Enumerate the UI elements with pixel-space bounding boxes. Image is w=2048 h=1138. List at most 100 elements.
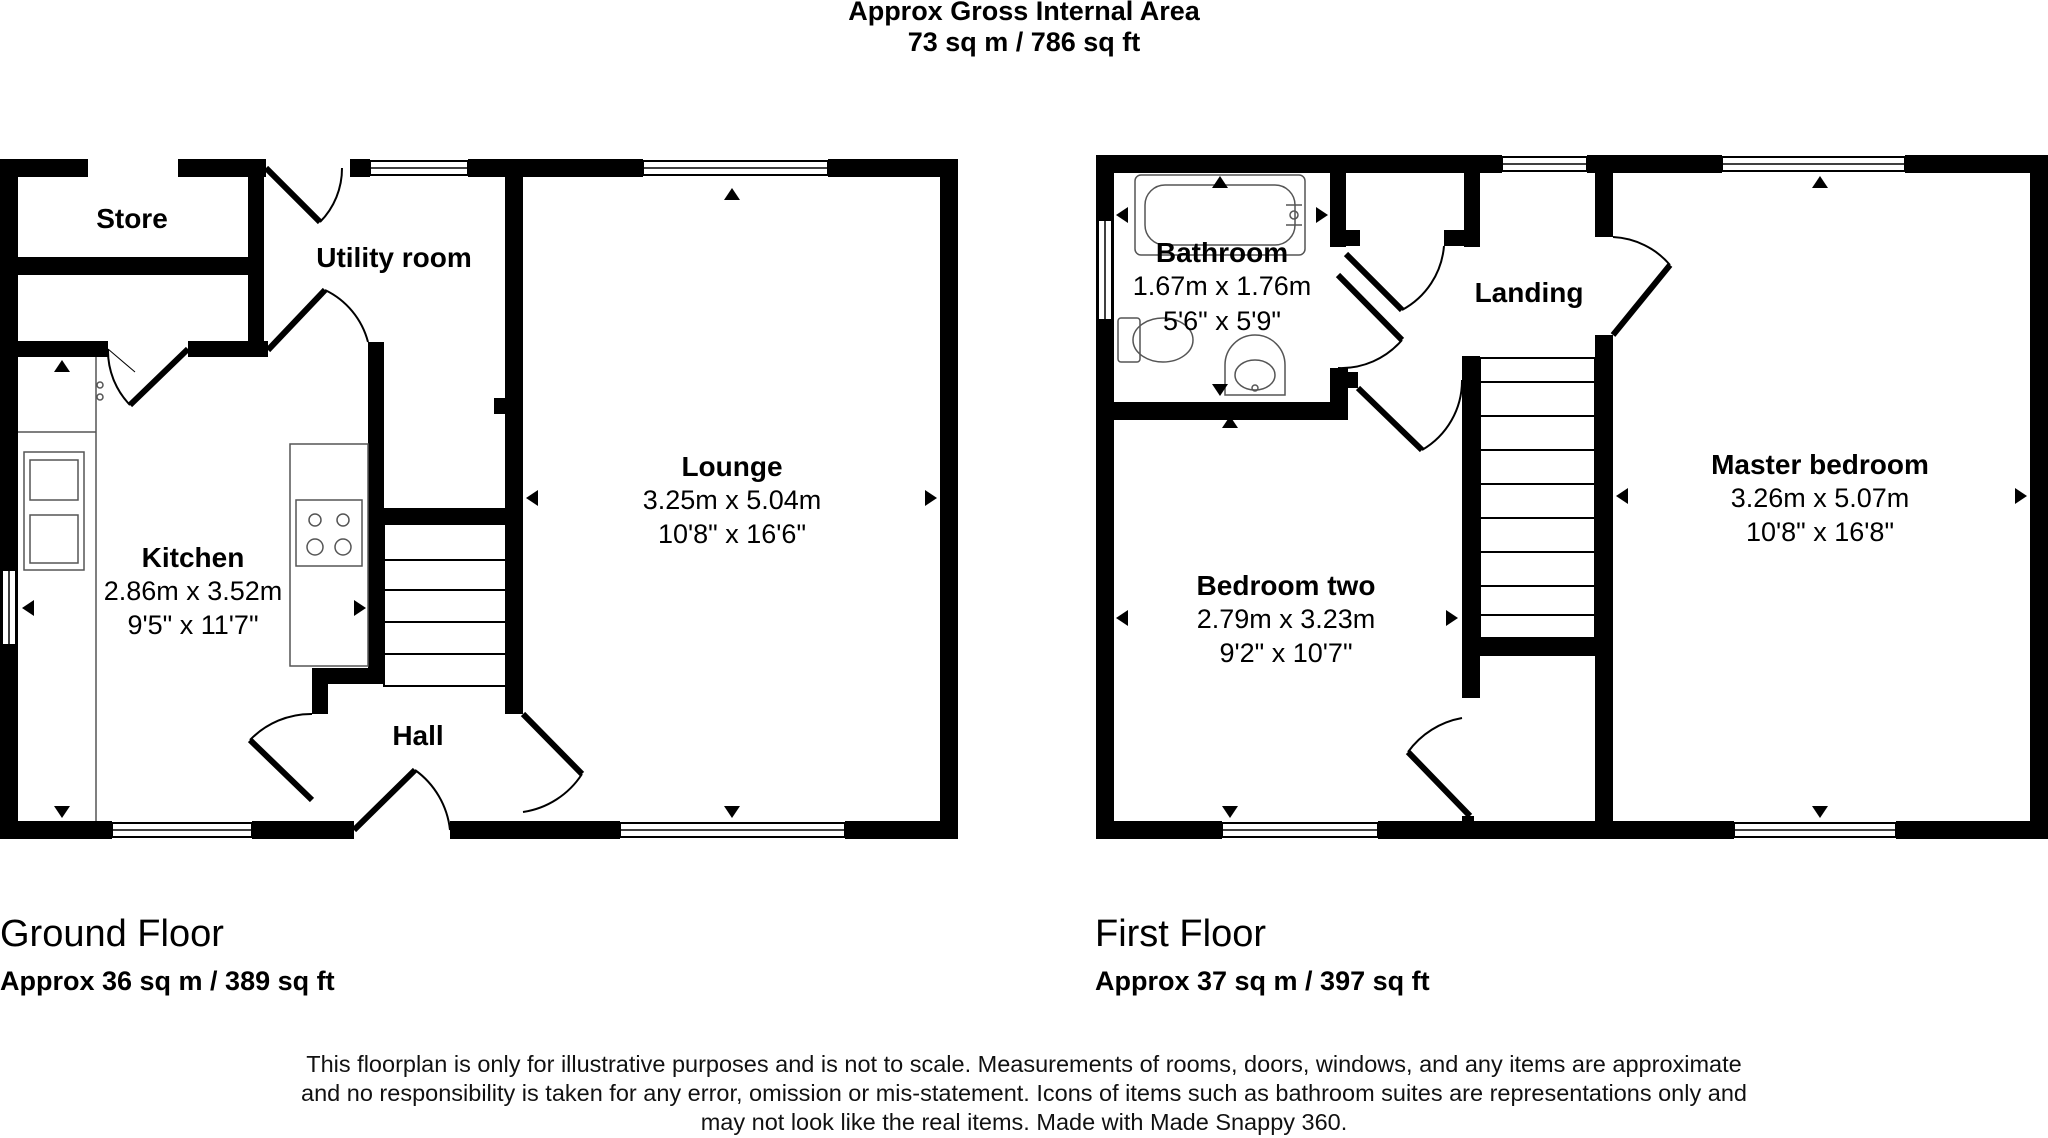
arrow-up-icon (1212, 176, 1228, 188)
room-kitchen-metric: 2.86m x 3.52m (104, 576, 283, 606)
wall (1905, 155, 2048, 173)
ground-floor-label: Ground Floor (0, 913, 224, 955)
room-hall-name: Hall (392, 720, 443, 751)
room-lounge-metric: 3.25m x 5.04m (643, 485, 822, 515)
room-bathroom-name: Bathroom (1156, 237, 1288, 268)
arrow-up-icon (1222, 416, 1238, 428)
wall (450, 821, 620, 839)
wall (1330, 372, 1358, 388)
arrow-up-icon (724, 188, 740, 200)
ground-stairs (383, 523, 507, 687)
arrow-up-icon (54, 360, 70, 372)
room-utility-name: Utility room (316, 242, 472, 273)
room-kitchen-imperial: 9'5" x 11'7" (127, 610, 258, 640)
wall (1330, 155, 1346, 247)
wall (468, 159, 643, 177)
wall (1595, 155, 1613, 237)
sink-icon (23, 451, 85, 571)
arrow-right-icon (2015, 488, 2027, 504)
door (1355, 385, 1425, 453)
toilet-icon (1117, 317, 1141, 363)
room-bedroom2-name: Bedroom two (1197, 570, 1376, 601)
wall (1587, 155, 1722, 173)
door (263, 165, 323, 225)
wall (0, 821, 112, 839)
wall (1462, 638, 1612, 656)
arrow-right-icon (354, 600, 366, 616)
wall (1096, 821, 1222, 839)
wall (1462, 638, 1480, 698)
first-stairs (1479, 357, 1596, 639)
wall (1444, 230, 1480, 246)
door (520, 711, 585, 777)
wall (312, 668, 384, 684)
room-master-metric: 3.26m x 5.07m (1731, 483, 1910, 513)
wall (845, 821, 958, 839)
wall (312, 668, 328, 714)
wall (1896, 821, 2048, 839)
wall (248, 159, 264, 357)
arrow-up-icon (1812, 176, 1828, 188)
basin-icon (1224, 334, 1286, 396)
arrow-left-icon (1616, 488, 1628, 504)
wall (1462, 816, 1474, 824)
room-bedroom2-imperial: 9'2" x 10'7" (1219, 638, 1352, 668)
room-bedroom2-metric: 2.79m x 3.23m (1197, 604, 1376, 634)
wall (368, 508, 523, 524)
arrow-down-icon (1812, 806, 1828, 818)
door (1405, 749, 1473, 819)
wall (368, 342, 384, 672)
room-store-name: Store (96, 203, 168, 234)
wall (1378, 821, 1734, 839)
wall (1595, 335, 1613, 839)
arrow-down-icon (54, 806, 70, 818)
room-lounge-imperial: 10'8" x 16'6" (658, 519, 806, 549)
door (265, 287, 328, 353)
disclaimer: This floorplan is only for illustrative … (200, 1050, 1848, 1137)
arrow-left-icon (1116, 610, 1128, 626)
arrow-right-icon (1316, 207, 1328, 223)
room-landing-name: Landing (1475, 277, 1584, 308)
door (1343, 251, 1405, 313)
arrow-right-icon (925, 490, 937, 506)
wall (0, 341, 108, 357)
door (1610, 263, 1673, 337)
disclaimer-line: and no responsibility is taken for any e… (301, 1080, 1747, 1106)
arrow-left-icon (526, 490, 538, 506)
wall (350, 159, 370, 177)
wall (1096, 155, 1114, 839)
wall (494, 398, 506, 414)
wall (0, 257, 256, 275)
room-bathroom-metric: 1.67m x 1.76m (1133, 271, 1312, 301)
disclaimer-line: This floorplan is only for illustrative … (306, 1051, 1742, 1077)
arrow-down-icon (1212, 384, 1228, 396)
arrow-left-icon (22, 600, 34, 616)
wall (2030, 155, 2048, 839)
gross-area-title: Approx Gross Internal Area (848, 0, 1201, 26)
arrow-left-icon (1116, 207, 1128, 223)
wall (252, 821, 354, 839)
wall (1096, 402, 1348, 420)
wall (1462, 356, 1480, 656)
wall (940, 159, 958, 839)
first-floor-plan: Bathroom 1.67m x 1.76m 5'6" x 5'9" Landi… (1096, 155, 2048, 839)
hob-icon (295, 499, 363, 567)
arrow-down-icon (724, 806, 740, 818)
first-floor-area: Approx 37 sq m / 397 sq ft (1095, 966, 1430, 996)
room-master-name: Master bedroom (1711, 449, 1929, 480)
wall (1096, 155, 1502, 173)
wall (1464, 155, 1480, 247)
door (1335, 272, 1405, 343)
gross-area-value: 73 sq m / 786 sq ft (908, 27, 1141, 57)
room-kitchen-name: Kitchen (142, 542, 245, 573)
wall (828, 159, 956, 177)
arrow-right-icon (1446, 610, 1458, 626)
door (351, 767, 418, 833)
room-bathroom-imperial: 5'6" x 5'9" (1163, 306, 1281, 336)
room-lounge-name: Lounge (681, 451, 782, 482)
wall (0, 159, 88, 177)
bath-icon (1134, 174, 1306, 256)
ground-floor-area: Approx 36 sq m / 389 sq ft (0, 966, 335, 996)
wall (1330, 230, 1360, 246)
